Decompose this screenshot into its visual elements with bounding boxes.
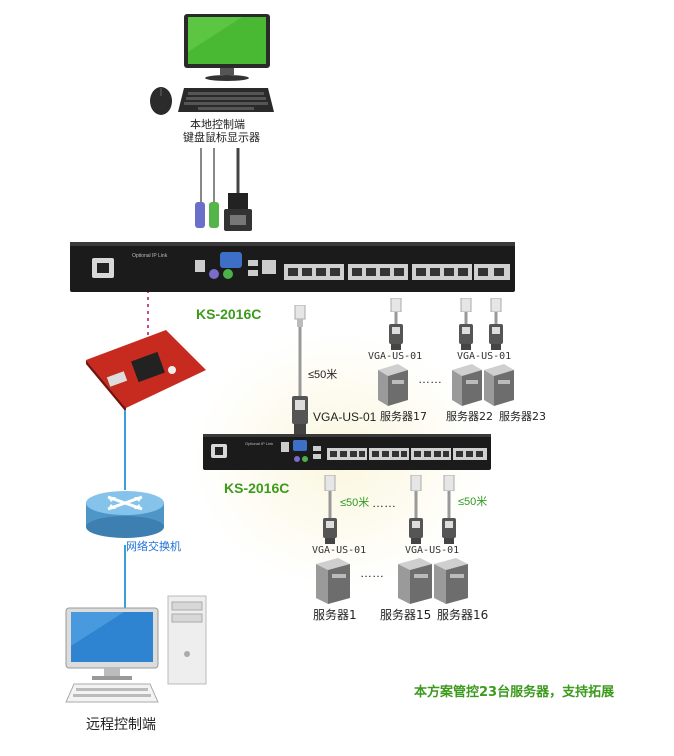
- rj45-connector-icon: [443, 475, 455, 491]
- adapter-icon-1: [323, 518, 337, 544]
- optional-ip-label-bottom: Optional IP Link: [245, 441, 274, 446]
- server-icon: [452, 364, 482, 406]
- vga-connector-icon: [224, 193, 252, 231]
- rj45-connector-icon: [410, 475, 422, 491]
- rj45-connector-icon: [324, 475, 336, 491]
- rj45-connector-icon: [490, 298, 502, 312]
- server-icon: [398, 558, 432, 604]
- rj45-connector-icon: [390, 298, 402, 312]
- footer-caption: 本方案管控23台服务器，支持拓展: [414, 685, 615, 700]
- server-label-16: 服务器16: [437, 608, 489, 622]
- server-icon: [484, 364, 514, 406]
- cable-length-cascade: ≤50米: [308, 369, 338, 381]
- remote-pc-icon: [65, 595, 207, 703]
- adapter-label-22: VGA-US-01: [457, 351, 512, 362]
- adapter-label-15: VGA-US-01: [405, 545, 460, 556]
- kvm-switch-icon: [70, 242, 515, 292]
- server-label-17: 服务器17: [380, 410, 427, 423]
- adapter-icon-23: [489, 324, 503, 350]
- adapter-icon-16: [442, 518, 456, 544]
- adapter-icon-17: [389, 324, 403, 350]
- cable-length-left: ≤50米: [340, 497, 370, 509]
- adapter-icon-22: [459, 324, 473, 350]
- adapter-label-17: VGA-US-01: [368, 351, 423, 362]
- network-switch-label: 网络交换机: [126, 540, 181, 553]
- server-label-22: 服务器22: [446, 410, 493, 423]
- dots-top: ……: [418, 372, 442, 386]
- kvm-model-label-bottom: KS-2016C: [224, 480, 290, 496]
- server-icon: [378, 364, 408, 406]
- kvm-switch-icon: [203, 434, 491, 470]
- server-label-15: 服务器15: [380, 608, 432, 622]
- adapter-label-cascade: VGA-US-01: [313, 410, 377, 424]
- kvm-model-label-top: KS-2016C: [196, 306, 262, 322]
- monitor-icon: [184, 14, 270, 81]
- cable-length-right: ≤50米: [458, 496, 488, 508]
- optional-ip-label-top: Optional IP Link: [132, 253, 168, 259]
- rj45-connector-icon: [460, 298, 472, 312]
- server-label-1: 服务器1: [313, 608, 357, 622]
- ip-module-board-icon: [86, 330, 206, 410]
- server-icon: [316, 558, 350, 604]
- mouse-icon: [150, 87, 172, 115]
- dots-bottom: ……: [360, 566, 384, 580]
- local-console-label-2: 键盘鼠标显示器: [183, 131, 260, 144]
- keyboard-icon: [178, 88, 274, 112]
- network-switch-icon: [86, 491, 164, 538]
- local-console-label-1: 本地控制端: [190, 118, 245, 131]
- adapter-icon-cascade: [292, 396, 308, 434]
- ps2-connector-icon: [195, 202, 219, 228]
- adapter-icon-15: [409, 518, 423, 544]
- remote-console-label: 远程控制端: [86, 717, 156, 733]
- rj45-connector-icon: [294, 305, 306, 327]
- dots-mid: ……: [372, 496, 396, 510]
- adapter-label-1: VGA-US-01: [312, 545, 367, 556]
- server-icon: [434, 558, 468, 604]
- server-label-23: 服务器23: [499, 410, 546, 423]
